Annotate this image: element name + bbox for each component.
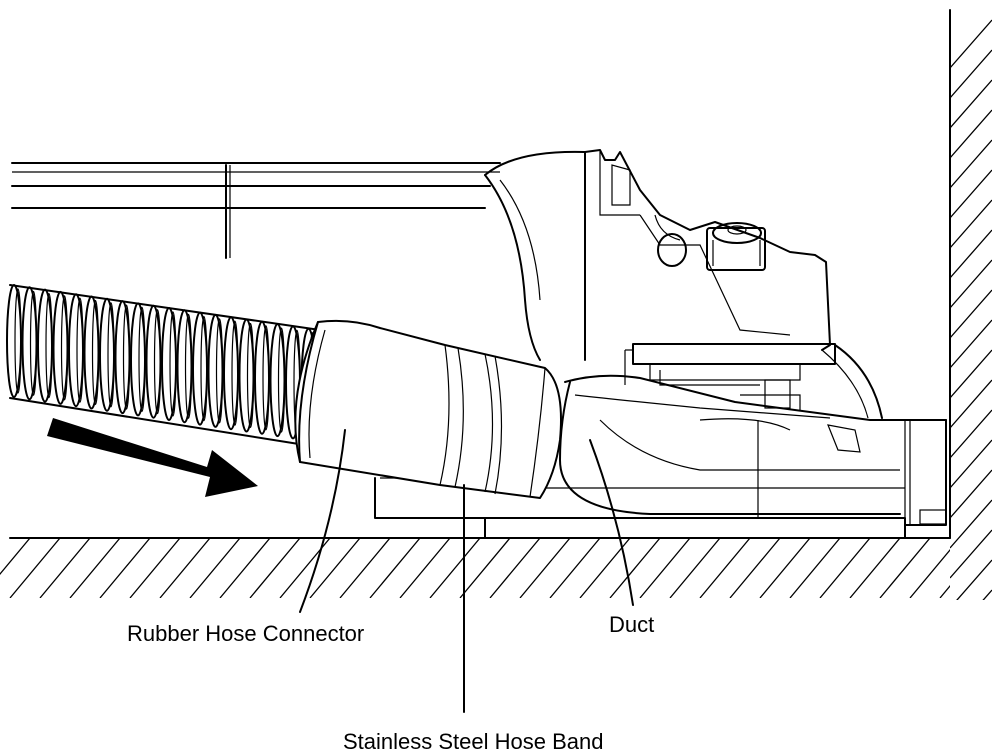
wall-hatch-line: [950, 349, 992, 399]
airflow-arrow-icon: [47, 418, 258, 497]
wall-hatch-line: [950, 379, 992, 429]
floor-hatch-line: [219, 538, 271, 598]
floor-hatch-line: [759, 538, 811, 598]
hose-rib-inner: [169, 311, 177, 417]
wall-hatch-line: [950, 79, 992, 129]
hose-rib: [68, 293, 84, 408]
floor-hatch-line: [939, 584, 950, 598]
hose-rib-inner: [60, 295, 69, 401]
hose-rib: [145, 304, 162, 419]
rear-pipe: [11, 162, 501, 259]
hose-rib-inner: [215, 318, 224, 424]
wall-hatch-line: [950, 169, 992, 219]
hose-rib-inner: [153, 309, 162, 415]
hose-rib-inner: [184, 313, 193, 419]
hose-rib: [207, 313, 224, 428]
floor-hatch-line: [69, 538, 121, 598]
hose-rib-inner: [231, 320, 239, 426]
hose-rib: [114, 300, 131, 415]
hose-rib: [83, 295, 100, 410]
floor-hatch-line: [129, 538, 181, 598]
hose-rib-inner: [277, 327, 286, 433]
floor-hatch-line: [639, 538, 691, 598]
hose-rib: [130, 302, 146, 417]
wall-hatch-line: [950, 319, 992, 369]
leader-lines: [299, 429, 634, 713]
wall-hatch-line: [950, 499, 992, 549]
floor-hatch-line: [609, 538, 661, 598]
floor-hatch-line: [429, 538, 481, 598]
floor-hatch-line: [309, 538, 361, 598]
wall-hatch-line: [950, 529, 992, 579]
hose-rib: [99, 297, 115, 412]
hose-rib: [52, 290, 69, 405]
hose-rib: [254, 320, 270, 435]
hose-rib-inner: [45, 293, 53, 399]
floor-hatch-line: [669, 538, 721, 598]
hose-rib-inner: [29, 290, 38, 396]
floor-hatch-line: [249, 538, 301, 598]
hose-rib-inner: [246, 322, 255, 429]
wall-hatch-line: [950, 109, 992, 159]
hose-rib-inner: [76, 297, 84, 403]
floor-hatch-line: [549, 538, 601, 598]
floor-hatch-line: [99, 538, 151, 598]
wall-hatch-line: [950, 289, 992, 339]
duct-label: Duct: [609, 612, 654, 637]
wall-hatch-line: [950, 49, 992, 99]
rubber-hose-connector: [294, 319, 562, 499]
floor-hatch-line: [39, 538, 91, 598]
hose-rib-inner: [14, 288, 22, 394]
appliance-body: [374, 149, 947, 539]
wall-hatch-line: [950, 409, 992, 459]
hose-rib-inner: [200, 316, 208, 422]
wall-hatch-line: [956, 559, 992, 600]
wall-hatch-line: [950, 229, 992, 279]
stainless-steel-hose-band-label: Stainless Steel Hose Band: [343, 729, 604, 754]
wall: [949, 9, 992, 600]
floor: [0, 537, 951, 598]
wall-hatch-line: [950, 259, 992, 309]
wall-hatch-line: [950, 139, 992, 189]
wall-hatch-line: [950, 439, 992, 489]
hose-rib: [238, 318, 255, 433]
floor-hatch-line: [399, 538, 451, 598]
rubber-hose-connector-label: Rubber Hose Connector: [127, 621, 364, 646]
floor-hatch-line: [339, 538, 391, 598]
hose-rib: [223, 316, 239, 431]
wall-hatch-line: [950, 19, 992, 69]
hose-rib: [176, 309, 193, 424]
hose-rib-inner: [138, 306, 146, 412]
floor-hatch-line: [519, 538, 571, 598]
hose-rib-inner: [107, 302, 115, 408]
floor-hatch-line: [819, 538, 871, 598]
floor-hatch-line: [849, 538, 901, 598]
floor-hatch-line: [0, 538, 31, 576]
floor-hatch-line: [879, 538, 931, 598]
hose-rib: [21, 286, 38, 401]
floor-hatch-line: [909, 548, 950, 598]
hose-rib: [269, 323, 286, 438]
wall-hatch-line: [950, 199, 992, 249]
hose-rib-inner: [122, 304, 131, 410]
floor-hatch-line: [489, 538, 541, 598]
hose-rib-inner: [91, 299, 100, 406]
floor-hatch-line: [729, 538, 781, 598]
hose-rib: [161, 307, 177, 421]
hose-rib: [192, 311, 208, 426]
floor-hatch-line: [699, 538, 751, 598]
floor-hatch-line: [369, 538, 421, 598]
floor-hatch-line: [459, 538, 511, 598]
wall-hatch-line: [950, 469, 992, 519]
wall-hatch-line: [982, 589, 992, 600]
floor-hatch-line: [189, 538, 241, 598]
floor-hatch-line: [9, 538, 61, 598]
floor-hatch-line: [789, 538, 841, 598]
hose-rib: [6, 284, 22, 398]
hose-rib-inner: [262, 325, 270, 431]
hose-rib: [37, 288, 53, 403]
floor-hatch-line: [159, 538, 211, 598]
